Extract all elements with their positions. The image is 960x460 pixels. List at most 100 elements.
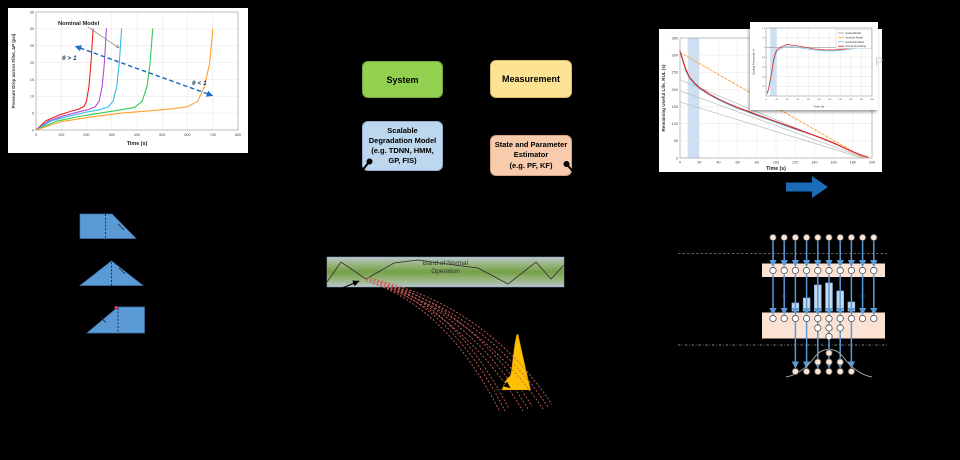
legend-label: Kernel Smoothing [846,44,867,48]
y-tick-label: 1.4 [762,28,766,30]
x-tick-label: 180 [860,99,864,101]
system-box-label: System [386,74,419,85]
particle-circle [858,266,867,275]
particle-circle [769,233,777,242]
x-tick-label: 200 [83,133,89,137]
x-tick-label: 700 [210,133,216,137]
particle-circle [780,314,788,323]
particle-circle [802,367,811,376]
y-tick-label: 10 [30,95,34,99]
degradation-model-box: Scalable Degradation Model (e.g. TDNN, H… [362,121,443,171]
particle-circle [825,358,833,366]
particle-circle [825,332,833,341]
membership-shape-right [86,306,145,334]
theta-2-curve [35,28,107,131]
particle-circle [814,367,822,376]
normal-operation-band [326,256,565,288]
degradation-trajectories [365,277,533,413]
kernel-smoothing-curve [679,50,869,158]
x-tick-label: 100 [817,99,821,101]
particle-circle [870,233,878,242]
rul-ylabel: Remaining Useful Life, RUL (s) [661,64,666,132]
x-tick-label: 500 [159,133,165,137]
x-tick-label: 20 [775,99,778,101]
y-tick-label: 0.4 [762,76,766,78]
y-tick-label: 0 [676,156,678,160]
x-tick-label: 120 [792,161,798,165]
particle-circle [791,367,800,376]
rul-xlabel: Time (s) [766,166,786,172]
eol-pointer-arrow [494,375,511,389]
y-tick-label: 200 [672,88,678,92]
particle-circle [825,349,833,357]
plot-frame [35,11,239,131]
y-tick-label: 25 [30,44,34,48]
particle-circle [870,314,878,323]
theta-gt-label: θ > 1 [62,55,77,62]
particle-circle [780,233,788,242]
legend-label: Scaled Model [846,31,862,35]
y-tick-label: 250 [672,71,678,75]
y-tick-label: 350 [672,36,678,40]
x-tick-label: 800 [235,133,241,137]
estimator-box-label: State and Parameter Estimator (e.g. PF, … [494,140,568,170]
particle-circle [791,314,800,323]
x-tick-label: 200 [869,161,875,165]
particle-circle [802,266,811,275]
particle-circle [802,233,811,242]
degradation-trajectories-front [365,277,553,410]
trajectory [366,277,553,405]
x-tick-label: 0 [765,99,767,101]
particle-circle [858,314,867,323]
theta-1-curve [35,28,94,131]
particle-circle [825,233,833,242]
x-tick-label: 100 [58,133,64,137]
nominal-model-pointer-line [87,26,120,49]
x-tick-label: 300 [109,133,115,137]
x-tick-label: 160 [849,99,853,101]
particle-circle [870,266,878,275]
particle-circle [847,314,856,323]
y-tick-label: 0 [32,128,34,132]
y-tick-label: 50 [674,139,678,143]
x-tick-label: 60 [735,161,739,165]
x-tick-label: 100 [773,161,779,165]
particle-circle [847,367,856,376]
x-tick-label: 140 [838,99,842,101]
x-tick-label: 60 [797,99,800,101]
nominal-model-curve [679,51,865,159]
trajectory [366,277,510,410]
plot-frame [765,27,873,97]
particle-circle [847,266,856,275]
x-tick-label: 80 [755,161,759,165]
y-tick-label: 30 [30,27,34,31]
nominal-curve [35,28,123,131]
membership-tick-2 [118,267,126,275]
particle-circle [825,324,833,332]
y-tick-label: 1 [764,47,766,49]
y-tick-label: 20 [30,61,34,65]
membership-point-marker [114,305,118,310]
particle-filter-diagram [678,233,887,378]
particle-circle [836,314,844,323]
y-tick-label: 0.6 [762,67,766,69]
particle-circle [836,233,844,242]
membership-tick-3 [99,316,107,323]
theta-4-curve [35,28,154,131]
particle-circle [814,233,822,242]
partial-letter-p: P [875,55,884,69]
trajectory [365,278,506,412]
particle-circle [814,324,822,332]
theta-lt-label: θ < 1 [192,80,207,87]
x-tick-label: 140 [811,161,817,165]
legend-label: Nominal Model [846,35,864,39]
measurement-box-label: Measurement [501,74,561,84]
fuzzy-membership-shapes [78,213,145,334]
linear-ref-2-curve [679,90,866,159]
particle-circle [769,266,777,275]
linear-ref-3-curve [679,101,863,159]
particle-circle [814,314,822,323]
